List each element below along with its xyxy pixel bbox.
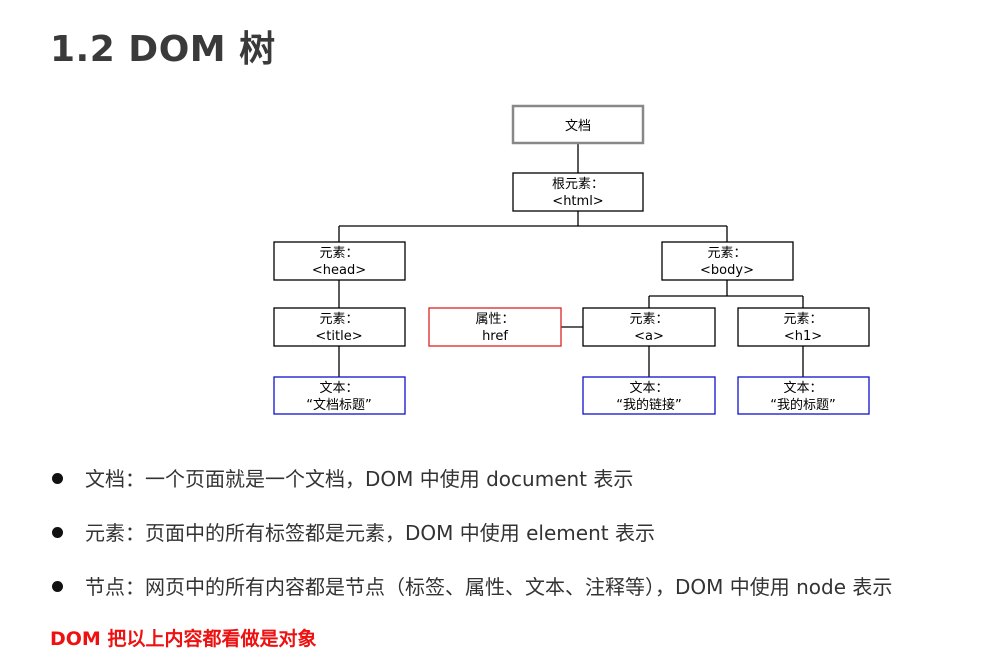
- node-title-tag: <title>: [315, 329, 362, 344]
- node-text-h1-box: [737, 376, 870, 415]
- page-title: 1.2 DOM 树: [50, 29, 276, 70]
- node-text-title: 文本： “文档标题”: [273, 376, 406, 415]
- node-title: 元素： <title>: [273, 307, 406, 347]
- node-h1-type: 元素：: [783, 312, 822, 327]
- list-item-text: 文档：一个页面就是一个文档，DOM 中使用 document 表示: [85, 467, 634, 491]
- node-html: 根元素： <html>: [512, 172, 644, 212]
- node-text-link-box: [582, 376, 716, 415]
- node-text-title-value: “文档标题”: [306, 398, 371, 413]
- node-head-box: [273, 241, 406, 281]
- node-text-h1-type: 文本：: [783, 381, 822, 396]
- node-text-link-type: 文本：: [629, 381, 668, 396]
- node-body-tag: <body>: [700, 263, 754, 278]
- node-a-box: [582, 307, 716, 347]
- list-item-element: 元素：页面中的所有标签都是元素，DOM 中使用 element 表示: [52, 516, 892, 570]
- list-item-text: 元素：页面中的所有标签都是元素，DOM 中使用 element 表示: [85, 521, 655, 545]
- node-text-h1: 文本： “我的标题”: [737, 376, 870, 415]
- node-text-h1-value: “我的标题”: [770, 397, 835, 413]
- node-a-type: 元素：: [629, 312, 668, 327]
- node-text-title-box: [273, 376, 406, 415]
- tree-connectors: [338, 143, 804, 377]
- node-document-box: [511, 104, 645, 145]
- node-a: 元素： <a>: [582, 307, 716, 347]
- node-attribute-name: href: [482, 329, 508, 344]
- definition-list: 文档：一个页面就是一个文档，DOM 中使用 document 表示 元素：页面中…: [52, 462, 892, 624]
- node-html-box: [512, 172, 644, 212]
- node-head-type: 元素：: [319, 246, 358, 261]
- node-h1-box: [737, 307, 870, 347]
- node-h1: 元素： <h1>: [737, 307, 870, 347]
- list-item-node: 节点：网页中的所有内容都是节点（标签、属性、文本、注释等），DOM 中使用 no…: [52, 570, 892, 624]
- list-item-text: 节点：网页中的所有内容都是节点（标签、属性、文本、注释等），DOM 中使用 no…: [85, 575, 893, 599]
- list-item-document: 文档：一个页面就是一个文档，DOM 中使用 document 表示: [52, 462, 892, 516]
- node-document-label: 文档: [565, 119, 591, 134]
- bullet-dot-icon: [52, 527, 63, 538]
- node-h1-tag: <h1>: [784, 329, 822, 344]
- node-attribute-href-box: [428, 307, 562, 347]
- conclusion-text: DOM 把以上内容都看做是对象: [50, 628, 317, 650]
- node-body-type: 元素：: [707, 246, 746, 261]
- node-head-tag: <head>: [312, 263, 366, 278]
- node-attribute-type: 属性：: [475, 312, 514, 327]
- node-html-type: 根元素：: [552, 177, 604, 192]
- node-title-type: 元素：: [319, 312, 358, 327]
- node-a-tag: <a>: [634, 329, 664, 344]
- node-head: 元素： <head>: [273, 241, 406, 281]
- node-text-title-type: 文本：: [319, 381, 358, 396]
- node-body-box: [661, 241, 794, 281]
- node-title-box: [273, 307, 406, 347]
- node-attribute-href: 属性： href: [428, 307, 562, 347]
- node-document: 文档: [511, 104, 645, 145]
- node-text-link: 文本： “我的链接”: [582, 376, 716, 415]
- node-html-tag: <html>: [552, 194, 603, 209]
- node-body: 元素： <body>: [661, 241, 794, 281]
- node-text-link-value: “我的链接”: [616, 397, 681, 413]
- bullet-dot-icon: [52, 581, 63, 592]
- bullet-dot-icon: [52, 473, 63, 484]
